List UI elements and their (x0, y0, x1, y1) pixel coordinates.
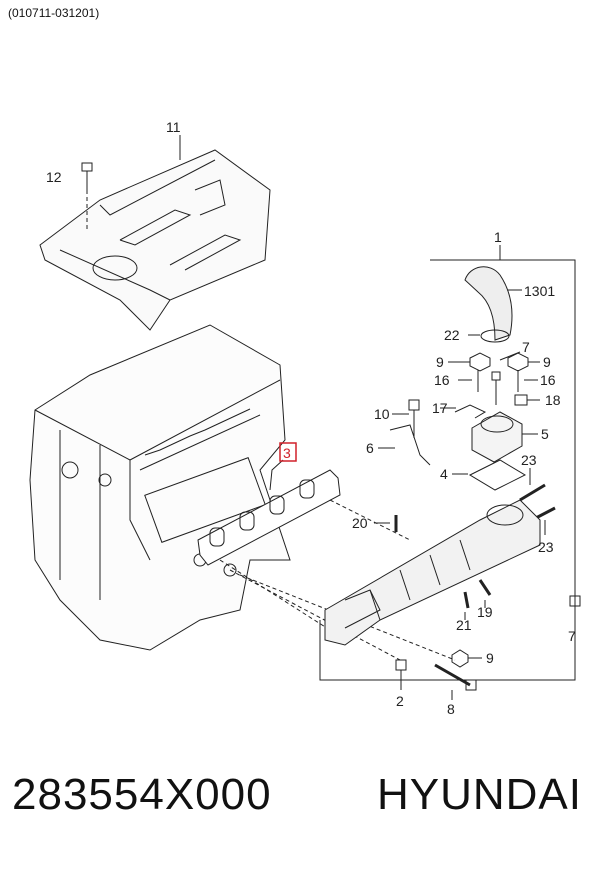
engine-block (29, 324, 291, 651)
callout-22: 22 (444, 327, 460, 343)
callout-9-left: 9 (436, 354, 444, 370)
callout-20: 20 (352, 515, 368, 531)
diagram-code: (010711-031201) (8, 6, 100, 20)
nut-9-bottom (451, 649, 469, 668)
callout-3: 3 (283, 445, 291, 461)
callout-4: 4 (440, 466, 448, 482)
callout-1: 1 (494, 229, 502, 245)
callout-12: 12 (46, 169, 62, 185)
bracket-17 (454, 404, 487, 419)
callout-6: 6 (366, 440, 374, 456)
assembly-bracket (319, 259, 576, 681)
callout-2: 2 (396, 693, 404, 709)
gasket-4 (468, 459, 527, 491)
callout-17: 17 (432, 400, 448, 416)
callout-9-right: 9 (543, 354, 551, 370)
callout-7-upper: 7 (522, 339, 530, 355)
callout-21: 21 (456, 617, 472, 633)
callout-23-top: 23 (521, 452, 537, 468)
bolt-12 (81, 162, 93, 230)
callout-19: 19 (477, 604, 493, 620)
callout-8: 8 (447, 701, 455, 717)
callout-18: 18 (545, 392, 561, 408)
callout-1301: 1301 (524, 283, 555, 299)
callout-16-left: 16 (434, 372, 450, 388)
brand-name: HYUNDAI (376, 770, 582, 819)
callout-11: 11 (166, 119, 181, 135)
clamp-22 (480, 329, 510, 343)
engine-cover (39, 149, 271, 331)
bolt-8 (434, 663, 471, 687)
manifold-gasket (197, 469, 341, 566)
highlight-box-3 (279, 442, 297, 462)
callout-9-bottom: 9 (486, 650, 494, 666)
part-number: 283554X000 (12, 770, 272, 819)
sensor-18 (514, 394, 528, 406)
callout-10: 10 (374, 406, 390, 422)
callout-16-right: 16 (540, 372, 556, 388)
callout-7-right: 7 (568, 628, 576, 644)
bracket-6 (389, 424, 431, 466)
hose-1301 (464, 266, 522, 341)
egr-valve-5 (471, 411, 538, 463)
stud-23-top (519, 483, 546, 502)
exploded-parts-diagram: 11 12 1 1301 22 7 9 9 16 16 17 18 10 5 6… (29, 119, 581, 717)
bolt-10 (408, 399, 420, 411)
callout-5: 5 (541, 426, 549, 442)
egr-cooler (324, 499, 541, 646)
bolt-2 (395, 659, 407, 671)
callout-23-bottom: 23 (538, 539, 554, 555)
part-info-footer: 283554X000 HYUNDAI (12, 770, 592, 840)
nut-9-left (469, 352, 491, 372)
